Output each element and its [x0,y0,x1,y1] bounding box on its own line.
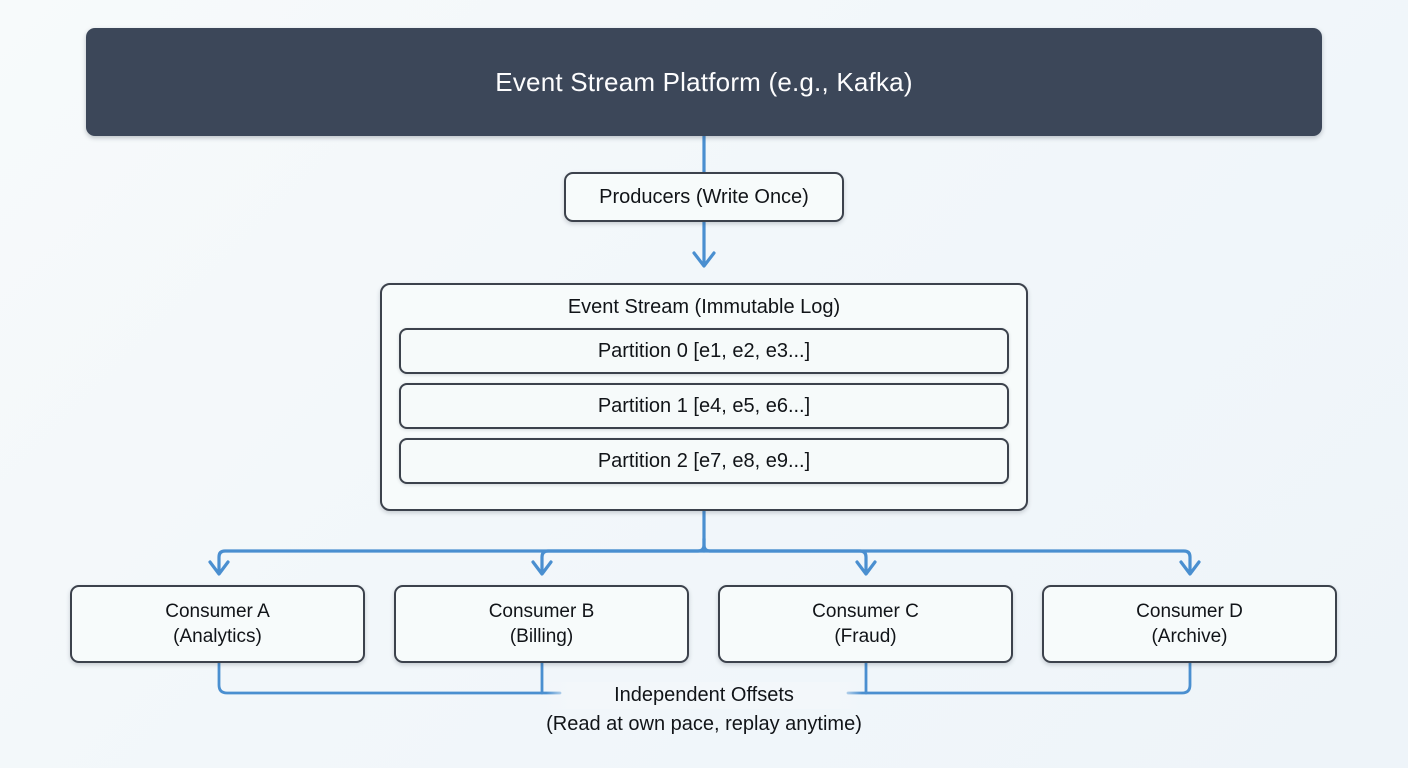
consumer-role: (Archive) [1151,626,1228,647]
arrowhead-consumer-a [208,560,230,576]
consumer-name: Consumer B [488,601,595,622]
consumer-role: (Fraud) [834,626,897,647]
offsets-secondary-label: (Read at own pace, replay anytime) [546,713,862,735]
consumer-node-d[interactable]: Consumer D (Archive) [1042,585,1337,663]
partition-label: Partition 1 [e4, e5, e6...] [597,394,811,417]
partition-row[interactable]: Partition 1 [e4, e5, e6...] [399,383,1009,429]
arrowhead-consumer-c [855,560,877,576]
platform-bar-title: Event Stream Platform (e.g., Kafka) [495,66,913,97]
platform-bar: Event Stream Platform (e.g., Kafka) [86,28,1322,136]
connector-bus-to-consumer-a [217,537,706,572]
event-stream-node[interactable]: Event Stream (Immutable Log) Partition 0… [380,283,1028,511]
partition-row[interactable]: Partition 0 [e1, e2, e3...] [399,328,1009,374]
offsets-primary-label: Independent Offsets [546,682,862,709]
connector-bus-to-consumer-c [702,549,868,572]
consumer-node-c[interactable]: Consumer C (Fraud) [718,585,1013,663]
partition-label: Partition 0 [e1, e2, e3...] [597,339,811,362]
partition-list: Partition 0 [e1, e2, e3...] Partition 1 … [382,328,1026,484]
producers-node[interactable]: Producers (Write Once) [564,172,844,222]
event-stream-title: Event Stream (Immutable Log) [567,296,841,318]
consumer-name: Consumer A [165,601,270,622]
consumer-role: (Billing) [509,626,574,647]
offsets-rail-consumer-a [217,661,562,695]
connector-bus-to-consumer-d [702,537,1192,572]
offsets-rail-consumer-d [846,661,1192,695]
independent-offsets-caption: Independent Offsets (Read at own pace, r… [546,682,862,739]
arrowhead-into-stream [692,251,716,268]
arrowhead-consumer-d [1179,560,1201,576]
partition-label: Partition 2 [e7, e8, e9...] [597,449,811,472]
partition-row[interactable]: Partition 2 [e7, e8, e9...] [399,438,1009,484]
arrowhead-consumer-b [531,560,553,576]
consumer-name: Consumer C [812,601,919,622]
consumer-node-b[interactable]: Consumer B (Billing) [394,585,689,663]
producers-label: Producers (Write Once) [599,185,809,208]
connector-bus-to-consumer-b [540,549,706,572]
consumer-role: (Analytics) [173,626,262,647]
consumer-node-a[interactable]: Consumer A (Analytics) [70,585,365,663]
consumer-name: Consumer D [1136,601,1243,622]
